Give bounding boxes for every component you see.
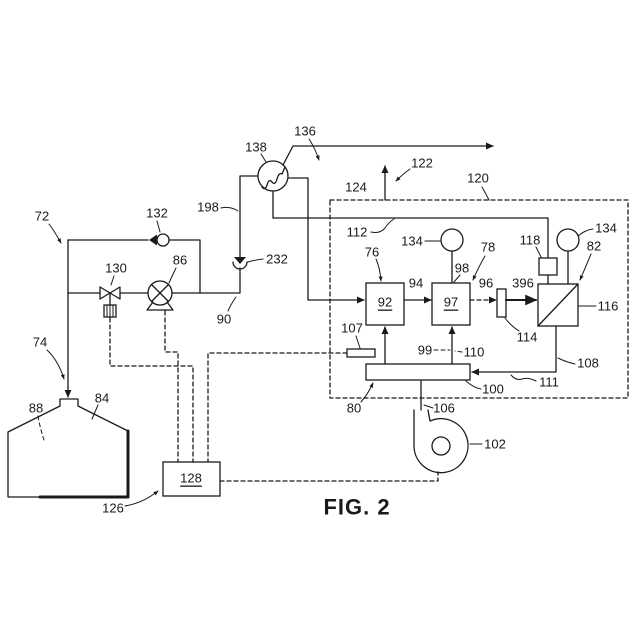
- ref-label-102: 102: [484, 437, 506, 452]
- leader-82: [580, 254, 591, 280]
- ref-label-99: 99: [418, 343, 432, 358]
- signal-line-pump: [165, 311, 178, 462]
- ref-label-124: 124: [345, 180, 367, 195]
- ref-label-122: 122: [411, 156, 433, 171]
- leader-lines: [38, 139, 596, 506]
- ref-label-232: 232: [266, 252, 288, 267]
- ref-label-106: 106: [433, 401, 455, 416]
- blower-symbol: [414, 410, 468, 473]
- leader-112: [371, 219, 394, 233]
- sensor-circle-right: [557, 229, 579, 251]
- leader-84: [92, 405, 98, 419]
- main-line-segment-c: [172, 268, 240, 293]
- leader-74: [47, 350, 64, 379]
- ref-label-112: 112: [347, 225, 368, 240]
- check-valve-symbol-riser: [233, 257, 247, 269]
- ref-label-80: 80: [347, 401, 361, 416]
- manifold-bar: [366, 364, 470, 380]
- figure-caption: FIG. 2: [323, 495, 390, 520]
- leader-100: [466, 381, 481, 389]
- ref-label-114: 114: [517, 330, 538, 345]
- leader-120: [482, 187, 489, 200]
- leader-126: [125, 491, 158, 506]
- ref-label-84: 84: [95, 391, 109, 406]
- ref-label-198: 198: [197, 200, 219, 215]
- riser-line: [240, 176, 258, 257]
- ref-label-126: 126: [102, 501, 124, 516]
- ref-label-118: 118: [520, 233, 541, 248]
- leader-138: [261, 154, 266, 162]
- ref-label-128: 128: [180, 471, 202, 486]
- inline-element-114: [497, 289, 506, 317]
- ref-label-134-left: 134: [401, 234, 423, 249]
- ref-label-82: 82: [587, 239, 601, 254]
- block-118: [539, 258, 557, 275]
- signal-line-valve: [110, 318, 193, 462]
- ref-label-94: 94: [409, 276, 423, 291]
- leader-130: [111, 276, 114, 285]
- ref-label-98: 98: [455, 261, 469, 276]
- ref-label-97: 97: [444, 295, 458, 310]
- leader-90: [228, 297, 236, 311]
- ref-label-92: 92: [378, 295, 392, 310]
- leader-98: [454, 275, 460, 282]
- ref-label-138: 138: [245, 140, 267, 155]
- reference-labels: 72 74 84 88 132 130 86 90 198 232 138 13…: [29, 124, 619, 516]
- ref-label-107: 107: [341, 321, 363, 336]
- leader-76: [376, 259, 381, 281]
- ref-label-86: 86: [173, 253, 187, 268]
- leader-136: [309, 139, 319, 160]
- ref-label-110: 110: [464, 345, 485, 360]
- ref-label-74: 74: [33, 335, 47, 350]
- leader-108: [558, 358, 575, 364]
- ref-label-100: 100: [482, 382, 504, 397]
- ref-label-130: 130: [105, 261, 127, 276]
- leader-122: [396, 169, 410, 181]
- ref-label-120: 120: [467, 171, 489, 186]
- ref-label-108: 108: [577, 356, 599, 371]
- ref-label-116: 116: [598, 299, 619, 314]
- leader-106: [424, 405, 433, 408]
- leader-111: [511, 375, 536, 381]
- ref-label-132: 132: [146, 206, 168, 221]
- leader-118: [536, 247, 541, 257]
- leader-132: [157, 221, 160, 232]
- leader-86: [169, 268, 176, 283]
- signal-line-blower: [220, 472, 438, 481]
- leader-80: [361, 383, 373, 402]
- ref-label-396: 396: [512, 276, 534, 291]
- leader-107: [356, 336, 360, 348]
- ref-label-78: 78: [481, 240, 495, 255]
- leader-232: [248, 259, 263, 262]
- leader-134-right: [578, 229, 593, 236]
- manifold-return-line: [472, 326, 556, 372]
- ref-label-111: 111: [539, 375, 559, 390]
- leader-110: [455, 351, 462, 352]
- leader-198: [221, 207, 238, 211]
- heat-exchanger-symbol: [258, 161, 288, 191]
- pump-symbol: [147, 281, 173, 310]
- check-valve-symbol-upper: [149, 234, 169, 246]
- ref-label-96: 96: [479, 276, 493, 291]
- ref-label-136: 136: [294, 124, 316, 139]
- sensor-circle-left: [441, 229, 463, 251]
- block-116: [538, 284, 578, 326]
- ref-label-90: 90: [217, 312, 231, 327]
- ref-label-72: 72: [35, 209, 49, 224]
- ref-label-88: 88: [29, 401, 43, 416]
- tank: [8, 399, 128, 497]
- signal-line-port: [208, 353, 347, 462]
- ref-label-76: 76: [365, 245, 379, 260]
- ref-label-134-right: 134: [595, 221, 617, 236]
- valve-symbol: [100, 287, 120, 317]
- port-element-107: [347, 349, 375, 357]
- leader-72: [49, 224, 61, 243]
- leader-88: [38, 416, 44, 440]
